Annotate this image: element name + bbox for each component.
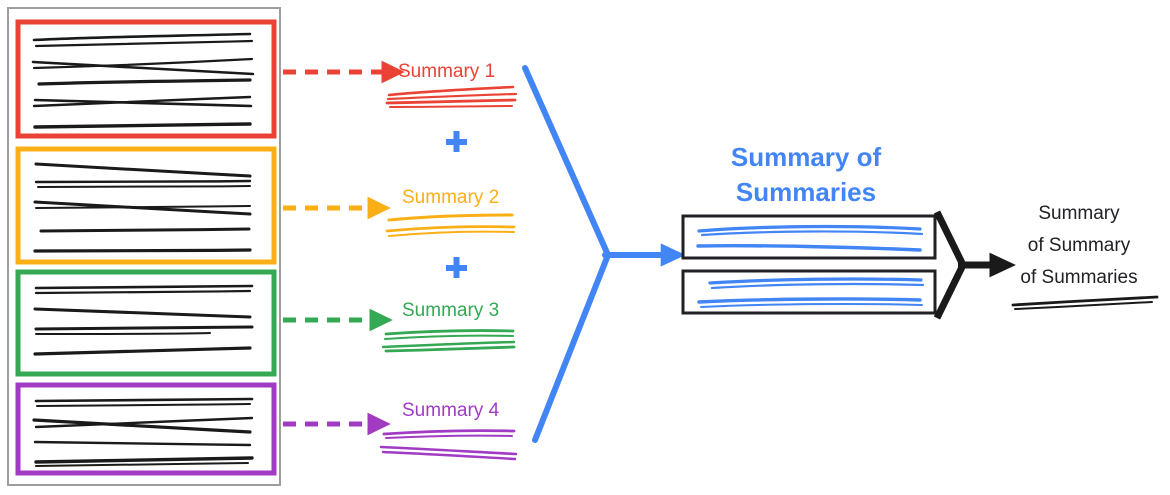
summary-1-lines	[385, 85, 518, 108]
chunk-2-border	[15, 146, 277, 265]
summary-2-label: Summary 2	[402, 187, 499, 208]
sos-title-line-1: Summary of	[731, 142, 882, 172]
summary-4-label: Summary 4	[402, 400, 500, 421]
chunk-2-group[interactable]	[15, 146, 277, 265]
final-title-line-3: of Summaries	[1020, 267, 1137, 288]
chunk-4-border	[15, 382, 277, 476]
chunk-1-text-lines	[31, 32, 255, 129]
chunk-4-text-lines	[32, 397, 254, 467]
source-document-outline	[7, 7, 281, 486]
chunk-2-text-lines	[33, 162, 252, 253]
funnel-connector	[522, 65, 686, 443]
summary-4-group[interactable]: Summary 4	[379, 400, 518, 461]
summary-3-label: Summary 3	[402, 300, 499, 321]
summary-1-group[interactable]: Summary 1	[385, 61, 518, 108]
chunk-3-group[interactable]	[15, 269, 277, 377]
summary-of-summaries-group[interactable]: Summary of Summaries	[681, 142, 937, 315]
summary-3-group[interactable]: Summary 3	[381, 300, 516, 353]
merge-connector	[933, 210, 1016, 320]
chunk-3-border	[15, 269, 277, 377]
chunk-3-text-lines	[33, 284, 254, 356]
sos-box-2-lines	[697, 277, 925, 308]
sos-box-1-lines	[696, 224, 924, 252]
plus-1	[446, 131, 467, 152]
summary-2-group[interactable]: Summary 2	[385, 187, 516, 237]
chunk-4-group[interactable]	[15, 382, 277, 476]
summary-3-lines	[381, 329, 516, 353]
chunk-1-group[interactable]	[15, 19, 277, 139]
final-title-line-1: Summary	[1038, 203, 1120, 224]
final-output-lines	[1011, 295, 1159, 310]
final-title-line-2: of Summary	[1028, 235, 1131, 256]
chunk-1-border	[15, 19, 277, 139]
summary-2-lines	[385, 213, 516, 237]
sos-title-line-2: Summaries	[736, 177, 876, 207]
summary-1-label: Summary 1	[398, 61, 495, 82]
sos-box-1	[681, 214, 937, 260]
final-output-group[interactable]: Summary of Summary of Summaries	[1011, 203, 1159, 310]
summary-4-lines	[379, 429, 518, 461]
plus-2	[446, 257, 467, 278]
